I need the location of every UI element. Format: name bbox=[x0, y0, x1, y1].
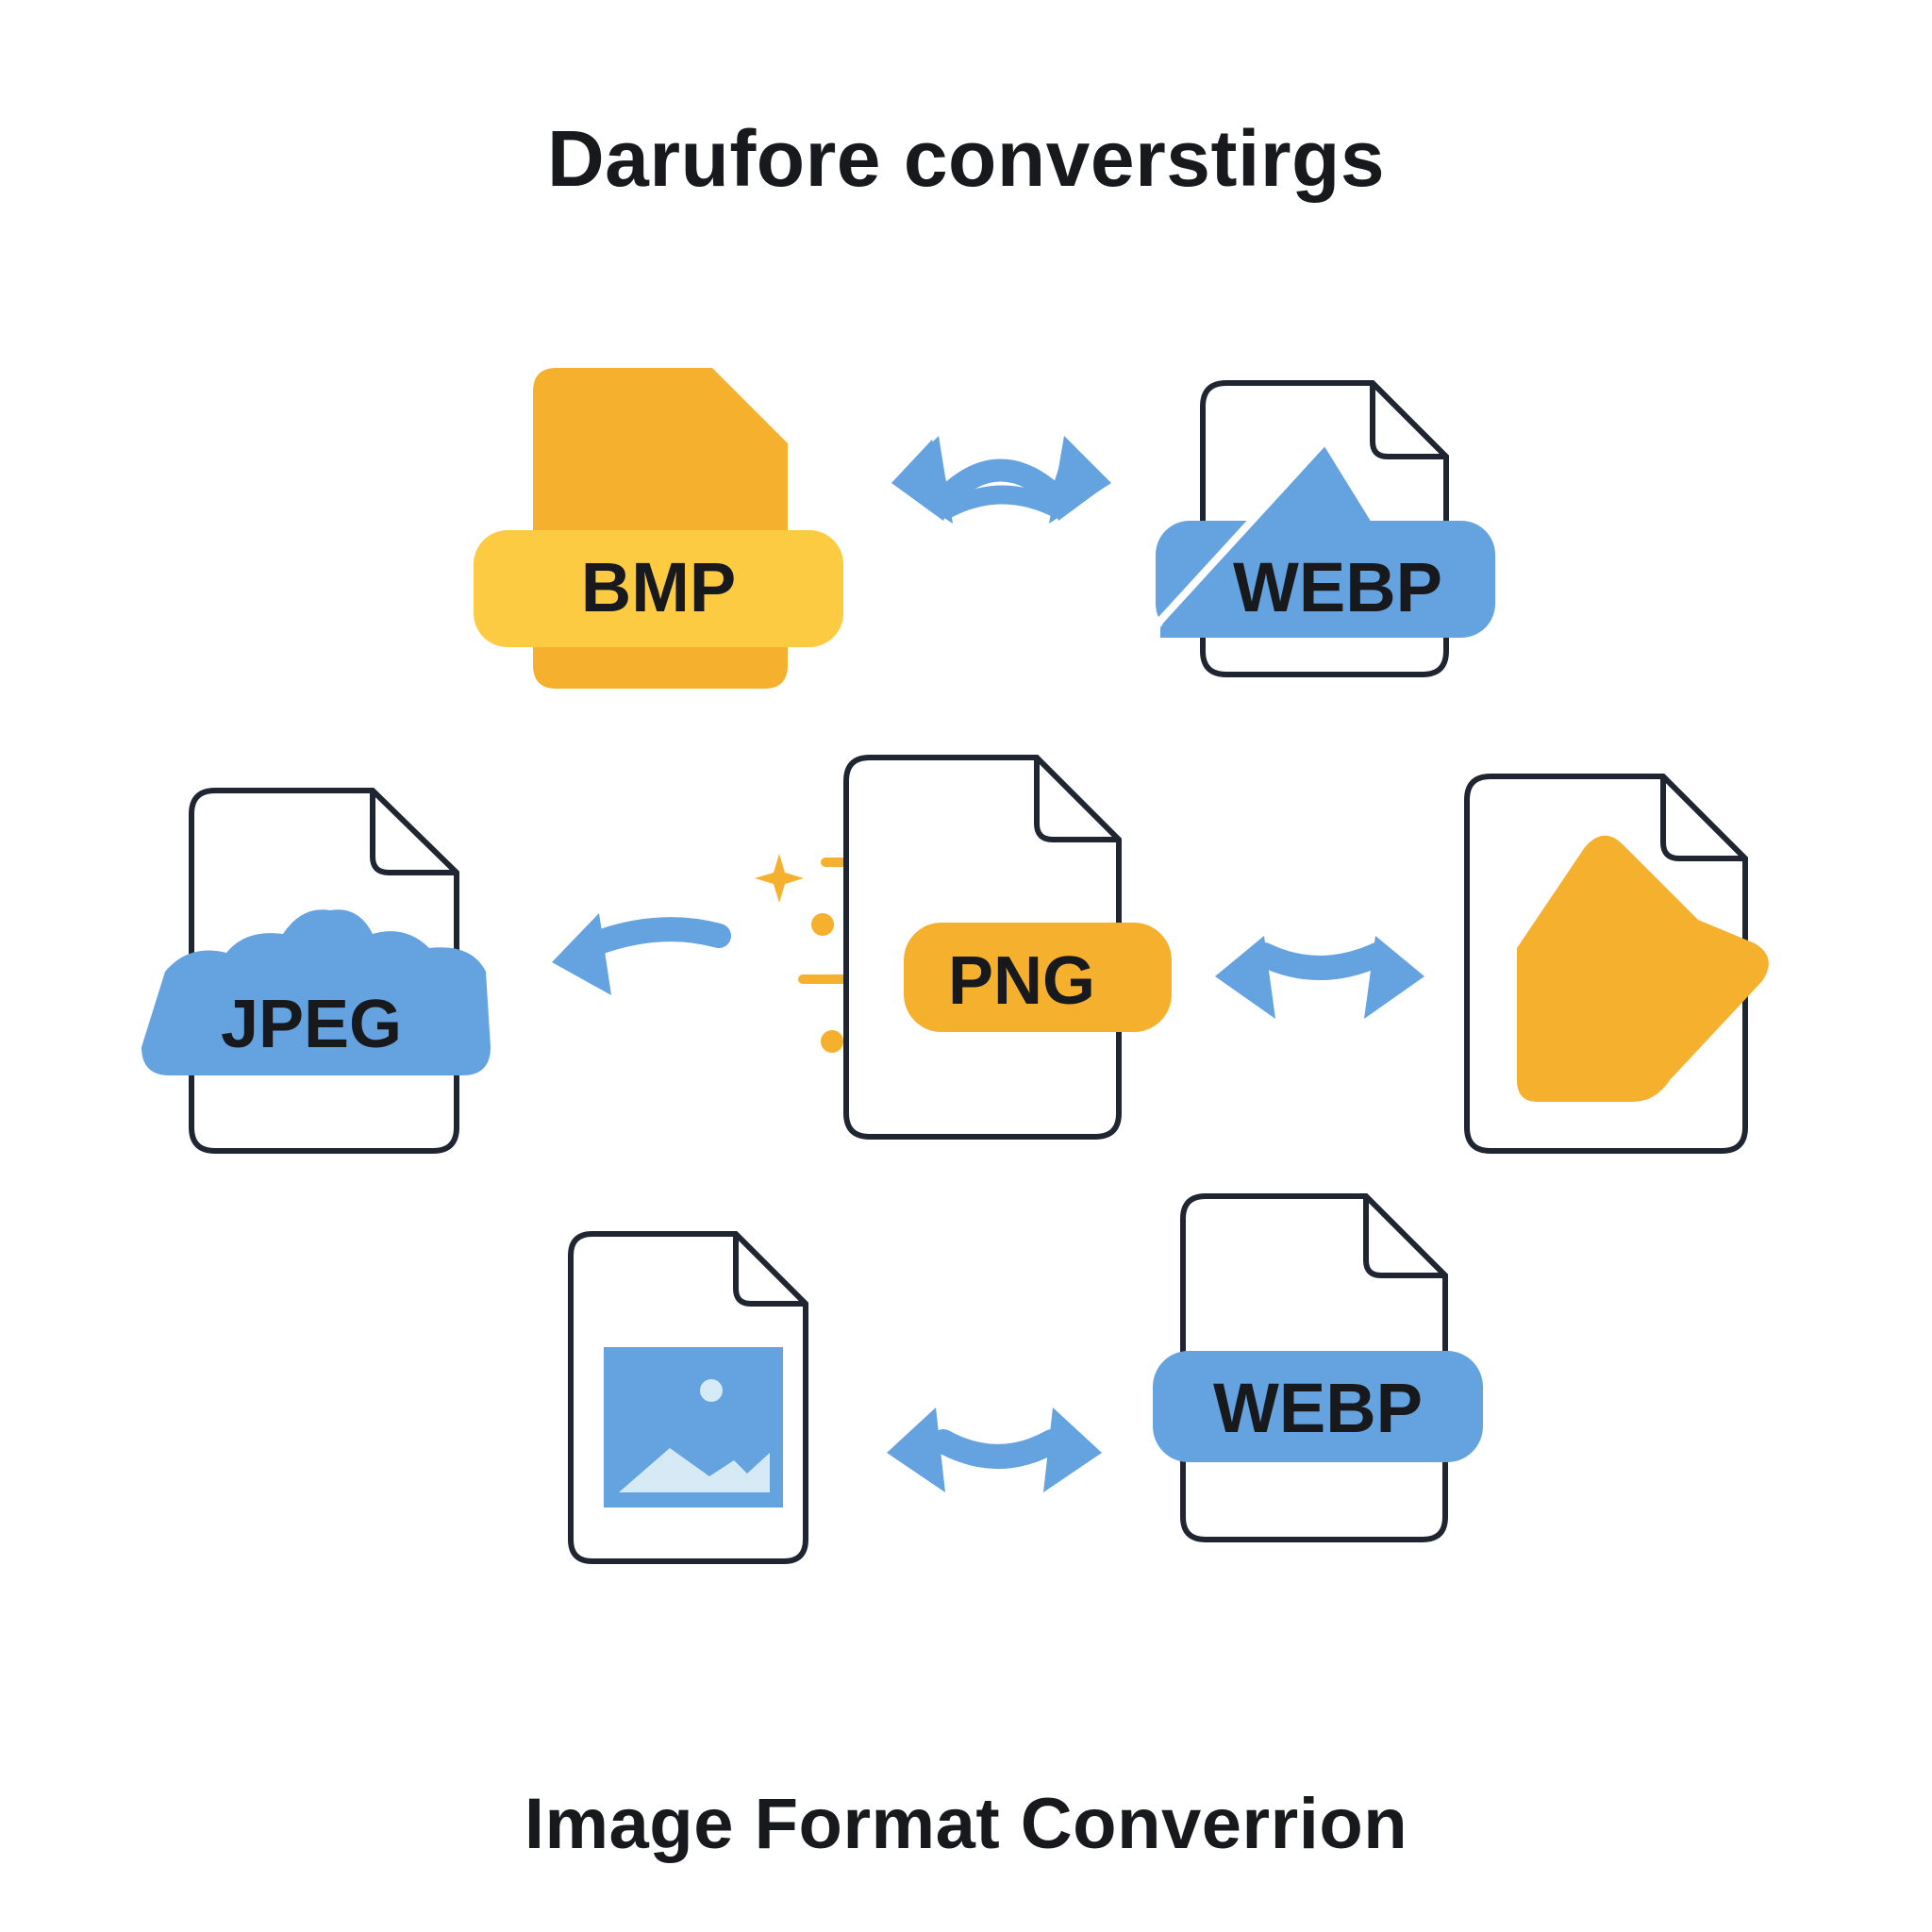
webp-top-file: WEBP bbox=[1156, 380, 1495, 677]
mountain-image-landscape bbox=[619, 1448, 770, 1492]
left-arrow-icon bbox=[584, 917, 731, 956]
png-file: PNG bbox=[843, 755, 1172, 1140]
arrow-head-left-mid bbox=[1215, 936, 1275, 1019]
left-arrow-head bbox=[552, 913, 611, 995]
webp-bottom-label-badge bbox=[1153, 1351, 1483, 1462]
webp-top-fold-icon bbox=[1370, 383, 1446, 459]
arrow-head-left bbox=[891, 436, 953, 524]
arrow-head-right bbox=[1049, 436, 1111, 524]
webp-bottom-file: WEBP bbox=[1153, 1193, 1483, 1542]
jpeg-file: JPEG bbox=[142, 788, 491, 1154]
arrow-head-left-bottom bbox=[887, 1407, 945, 1492]
cloud-icon bbox=[142, 909, 491, 1075]
png-label-badge bbox=[904, 923, 1172, 1032]
orange-shape-file bbox=[1464, 774, 1769, 1154]
image-file-fold-icon bbox=[733, 1234, 806, 1307]
jpeg-fold-icon bbox=[370, 791, 457, 875]
arrow-head-right-mid bbox=[1364, 936, 1424, 1019]
bmp-label: BMP bbox=[581, 548, 736, 626]
webp-bottom-fold-icon bbox=[1363, 1196, 1445, 1278]
mountain-icon bbox=[1160, 443, 1387, 638]
image-file bbox=[568, 1231, 808, 1564]
png-fold-icon bbox=[1034, 758, 1119, 842]
jpeg-label: JPEG bbox=[221, 987, 402, 1062]
arrow-head-right-bottom bbox=[1043, 1407, 1102, 1492]
orange-shape-icon bbox=[1517, 835, 1769, 1102]
diagram-caption: Image Format Converrion bbox=[524, 1784, 1408, 1864]
png-label: PNG bbox=[948, 943, 1095, 1019]
webp-top-label: WEBP bbox=[1233, 548, 1442, 626]
orange-file-fold-icon bbox=[1660, 776, 1745, 861]
diagram-title: Darufore converstirgs bbox=[546, 114, 1386, 203]
double-arrow-top bbox=[930, 458, 1073, 513]
mountain-edge bbox=[1156, 441, 1325, 625]
bmp-file: BMP bbox=[474, 368, 843, 689]
bmp-label-badge bbox=[474, 530, 843, 647]
double-arrow-bottom bbox=[931, 1429, 1064, 1469]
double-arrow-middle bbox=[1252, 942, 1390, 980]
webp-bottom-label: WEBP bbox=[1213, 1369, 1423, 1447]
sun-icon bbox=[700, 1379, 723, 1402]
